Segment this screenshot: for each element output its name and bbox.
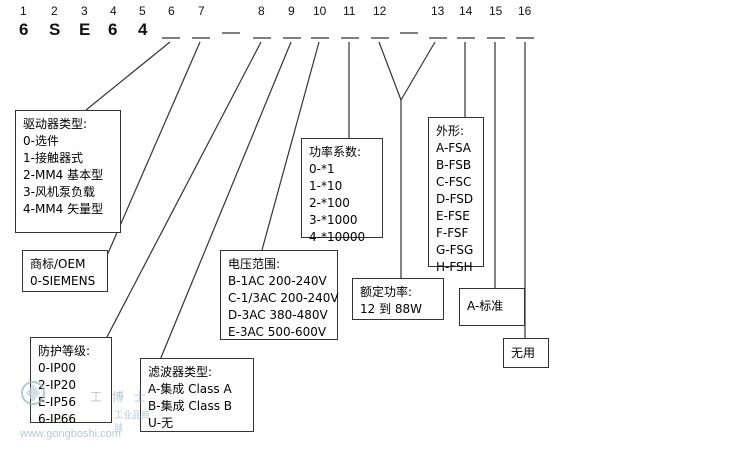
line-rated-power-b (400, 41, 436, 101)
frame-option: G-FSG (436, 243, 474, 257)
position-4: 4 (110, 4, 117, 18)
position-2: 2 (51, 4, 58, 18)
power-factor-title: 功率系数: (309, 145, 362, 159)
power-factor-box: 功率系数: 0-*1 1-*10 2-*100 3-*1000 4-*10000 (301, 138, 383, 244)
watermark: 工 博 士 工业品商城 www.gongboshi.com (18, 376, 158, 446)
standard-box: A-标准 (459, 288, 525, 326)
position-3: 3 (81, 4, 88, 18)
brand-option: 商标/OEM (30, 257, 86, 271)
code-letter-3: E (79, 20, 91, 39)
line-voltage (261, 41, 320, 251)
protection-option: 0-IP00 (38, 361, 77, 375)
frame-box: 外形: A-FSA B-FSB C-FSC D-FSD E-FSE F-FSF … (428, 117, 484, 274)
line-drive-type (85, 41, 171, 111)
frame-option: B-FSB (436, 158, 472, 172)
brand-box: 商标/OEM 0-SIEMENS (22, 250, 108, 292)
protection-option: 2-IP20 (38, 378, 77, 392)
watermark-logo-icon (21, 381, 45, 405)
position-11: 11 (343, 4, 356, 18)
voltage-option: C-1/3AC 200-240V (228, 291, 339, 305)
voltage-title: 电压范围: (228, 257, 281, 271)
position-7: 7 (198, 4, 205, 18)
filter-option: B-集成 Class B (148, 399, 232, 413)
frame-title: 外形: (436, 124, 465, 138)
watermark-sub: 工业品商城 (114, 411, 151, 434)
power-factor-option: 4-*10000 (309, 230, 366, 244)
drive-type-option: 2-MM4 基本型 (23, 168, 104, 182)
frame-option: F-FSF (436, 226, 469, 240)
filter-title: 滤波器类型: (148, 365, 213, 379)
position-14: 14 (459, 4, 473, 18)
line-rated-power-a (378, 41, 402, 101)
position-16: 16 (518, 4, 532, 18)
voltage-option: D-3AC 380-480V (228, 308, 328, 322)
line-brand (91, 41, 201, 291)
protection-box: 防护等级: 0-IP00 2-IP20 E-IP56 6-IP66 (30, 337, 112, 426)
standard-option: A-标准 (467, 299, 504, 313)
power-factor-option: 0-*1 (309, 162, 335, 176)
drive-type-title: 驱动器类型: (23, 117, 88, 131)
brand-option: 0-SIEMENS (30, 274, 96, 288)
code-letter-2: S (49, 20, 61, 39)
filter-option: A-集成 Class A (148, 382, 232, 396)
filter-option: U-无 (148, 416, 174, 430)
filter-box: 滤波器类型: A-集成 Class A B-集成 Class B U-无 (140, 358, 254, 432)
protection-title: 防护等级: (38, 344, 91, 358)
unused-box: 无用 (503, 338, 549, 368)
code-letter-4: 6 (108, 20, 118, 39)
power-factor-option: 2-*100 (309, 196, 350, 210)
drive-type-box: 驱动器类型: 0-选件 1-接触器式 2-MM4 基本型 3-风机泵负载 4-M… (15, 110, 121, 233)
frame-option: H-FSH (436, 260, 473, 274)
frame-option: D-FSD (436, 192, 474, 206)
voltage-box: 电压范围: B-1AC 200-240V C-1/3AC 200-240V D-… (220, 250, 339, 340)
frame-option: A-FSA (436, 141, 472, 155)
position-6: 6 (168, 4, 175, 18)
frame-option: E-FSE (436, 209, 470, 223)
drive-type-option: 4-MM4 矢量型 (23, 202, 104, 216)
frame-option: C-FSC (436, 175, 472, 189)
power-factor-option: 3-*1000 (309, 213, 358, 227)
code-letter-5: 4 (138, 20, 148, 39)
position-12: 12 (373, 4, 387, 18)
watermark-url: www.gongboshi.com (20, 428, 121, 440)
position-10: 10 (313, 4, 327, 18)
position-15: 15 (489, 4, 503, 18)
position-1: 1 (20, 4, 27, 18)
protection-option: E-IP56 (38, 395, 76, 409)
unused-option: 无用 (511, 346, 536, 360)
code-letter-1: 6 (19, 20, 29, 39)
power-factor-option: 1-*10 (309, 179, 343, 193)
position-5: 5 (139, 4, 146, 18)
watermark-brand: 工 博 士 (90, 390, 149, 404)
drive-type-option: 3-风机泵负载 (23, 185, 95, 199)
drive-type-option: 0-选件 (23, 134, 59, 148)
position-13: 13 (431, 4, 445, 18)
protection-option: 6-IP66 (38, 412, 77, 426)
rated-power-range: 12 到 88W (360, 302, 423, 316)
position-9: 9 (288, 4, 295, 18)
rated-power-title: 额定功率: (360, 285, 413, 299)
rated-power-box: 额定功率: 12 到 88W (352, 278, 444, 320)
position-8: 8 (258, 4, 265, 18)
line-protection (95, 41, 262, 359)
voltage-option: B-1AC 200-240V (228, 274, 327, 288)
voltage-option: E-3AC 500-600V (228, 325, 327, 339)
line-filter (159, 41, 292, 361)
drive-type-option: 1-接触器式 (23, 151, 83, 165)
